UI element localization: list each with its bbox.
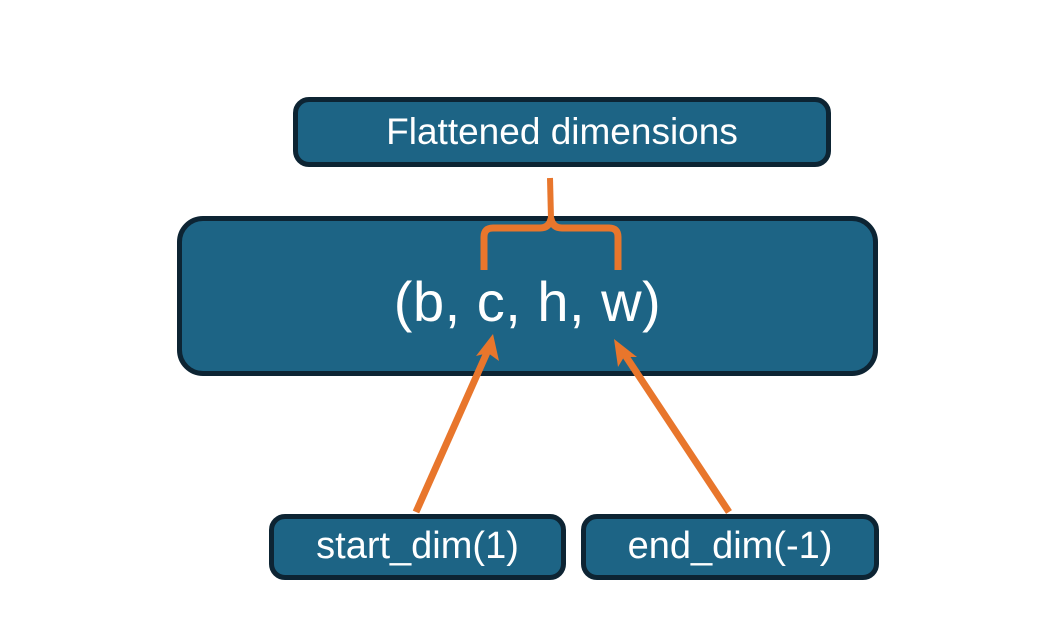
tensor-shape-label: (b, c, h, w) <box>393 270 662 334</box>
end-dim-label: end_dim(-1) <box>627 525 833 568</box>
flattened-dimensions-box[interactable]: Flattened dimensions <box>293 97 831 167</box>
start-dim-label: start_dim(1) <box>316 525 519 568</box>
tensor-shape-box[interactable]: (b, c, h, w) <box>177 216 878 376</box>
start-dim-box[interactable]: start_dim(1) <box>269 514 566 580</box>
end-dim-box[interactable]: end_dim(-1) <box>581 514 879 580</box>
flattened-dimensions-label: Flattened dimensions <box>386 110 738 152</box>
